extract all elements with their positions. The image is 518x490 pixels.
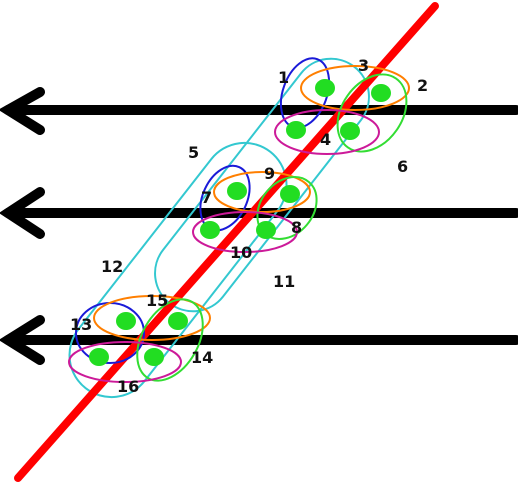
label-6: 6 xyxy=(397,157,408,176)
angle-dots xyxy=(89,79,391,366)
arrowhead-middle xyxy=(0,187,45,239)
magenta-outline-angle-4 xyxy=(274,109,380,155)
label-4: 4 xyxy=(320,130,331,149)
label-11: 11 xyxy=(273,272,295,291)
orange-outline-angle-9 xyxy=(213,171,311,213)
orange-outlines xyxy=(93,65,410,341)
angle-labels: 1 2 3 4 5 6 7 8 9 10 11 12 13 14 15 16 xyxy=(70,56,428,396)
orange-outline-angle-3 xyxy=(300,65,410,111)
arrowhead-top xyxy=(0,87,45,135)
cyan-region-upper xyxy=(154,57,370,313)
dot-12 xyxy=(144,348,164,366)
dot-6 xyxy=(280,185,300,203)
magenta-outlines xyxy=(68,109,380,383)
label-9: 9 xyxy=(264,164,275,183)
label-5: 5 xyxy=(188,143,199,162)
label-7: 7 xyxy=(201,188,212,207)
orange-outline-angle-15 xyxy=(93,295,211,341)
dot-3 xyxy=(286,121,306,139)
green-outline-angle-2 xyxy=(336,73,408,153)
blue-outlines xyxy=(75,57,331,364)
dot-9 xyxy=(116,312,136,330)
label-8: 8 xyxy=(291,218,302,237)
label-1: 1 xyxy=(278,68,289,87)
magenta-outline-angle-10 xyxy=(192,211,298,253)
label-15: 15 xyxy=(146,291,168,310)
magenta-outline-angle-16 xyxy=(68,341,182,383)
dot-8 xyxy=(256,221,276,239)
dot-2 xyxy=(371,84,391,102)
dot-1 xyxy=(315,79,335,97)
green-outline-angle-14 xyxy=(136,298,204,382)
label-12: 12 xyxy=(101,257,123,276)
arrowhead-bottom xyxy=(0,315,45,365)
dot-4 xyxy=(340,122,360,140)
label-14: 14 xyxy=(191,348,213,367)
dot-7 xyxy=(200,221,220,239)
label-3: 3 xyxy=(358,56,369,75)
dot-5 xyxy=(227,182,247,200)
label-2: 2 xyxy=(417,76,428,95)
cyan-region-lower xyxy=(68,141,288,399)
dot-11 xyxy=(89,348,109,366)
label-16: 16 xyxy=(117,377,139,396)
transversal-line xyxy=(14,2,439,482)
dot-10 xyxy=(168,312,188,330)
label-13: 13 xyxy=(70,315,92,334)
label-10: 10 xyxy=(230,243,252,262)
